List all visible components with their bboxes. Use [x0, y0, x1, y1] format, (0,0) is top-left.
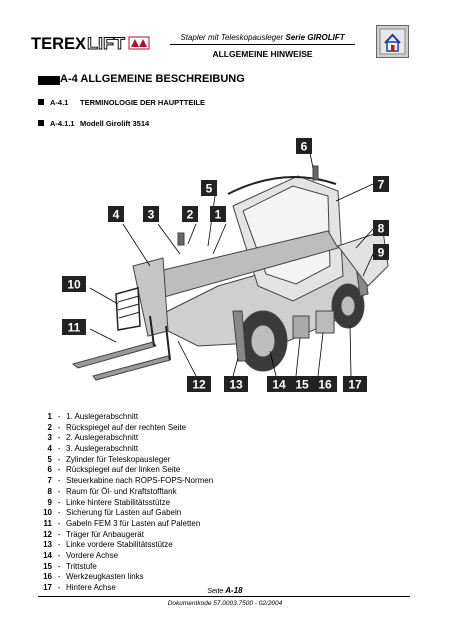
callout-3: 3	[143, 206, 159, 222]
svg-text:3: 3	[148, 208, 155, 222]
svg-text:8: 8	[378, 222, 385, 236]
callout-2: 2	[182, 206, 198, 222]
callout-13: 13	[224, 376, 248, 392]
svg-text:15: 15	[295, 378, 309, 392]
legend-item: 7-Steuerkabine nach ROPS-FOPS-Normen	[47, 476, 214, 486]
parts-legend: 1-1. Auslegerabschnitt 2-Rückspiegel auf…	[38, 412, 213, 594]
page-label: Seite	[207, 588, 224, 595]
legend-item: 14-Vordere Achse	[43, 550, 119, 560]
legend-item: 1-1. Auslegerabschnitt	[47, 412, 139, 421]
subsubsection-title: Modell Girolift 3514	[80, 119, 150, 128]
svg-text:5: 5	[206, 182, 213, 196]
legend-item: 5-Zylinder für Teleskopausleger	[47, 454, 171, 464]
svg-text:16: 16	[318, 378, 332, 392]
home-icon	[379, 28, 406, 55]
legend-item: 4-3. Auslegerabschnitt	[47, 444, 139, 454]
callout-4: 4	[108, 206, 124, 222]
header-divider	[170, 44, 355, 45]
callout-15: 15	[290, 376, 314, 392]
callout-1: 1	[210, 206, 226, 222]
bullet-square-icon	[38, 120, 44, 126]
svg-text:10: 10	[67, 278, 81, 292]
svg-text:1: 1	[215, 208, 222, 222]
svg-text:2: 2	[187, 208, 194, 222]
legend-item: 12-Träger für Anbaugerät	[43, 529, 144, 539]
svg-text:7: 7	[378, 178, 385, 192]
page-number: Seite A-18	[150, 586, 300, 595]
header-section-title: ALLGEMEINE HINWEISE	[212, 49, 313, 59]
legend-item: 16-Werkzeugkasten links	[43, 572, 144, 582]
legend-item: 2-Rückspiegel auf der rechten Seite	[47, 422, 187, 432]
footer-divider	[38, 596, 410, 597]
callout-9: 9	[373, 244, 389, 260]
subsection-number: A-4.1	[50, 98, 69, 107]
svg-text:6: 6	[301, 140, 308, 154]
legend-item: 8-Raum für Öl- und Kraftstofftank	[47, 486, 177, 496]
svg-text:11: 11	[68, 321, 81, 335]
callout-11: 11	[62, 319, 86, 335]
document-code: Dokumentkode 57.0003.7500 - 02/2004	[167, 600, 283, 607]
svg-text:12: 12	[192, 378, 206, 392]
subsection-title: TERMINOLOGIE DER HAUPTTEILE	[80, 98, 206, 107]
legend-item: 11-Gabeln FEM 3 für Lasten auf Paletten	[43, 518, 201, 528]
svg-text:9: 9	[378, 246, 385, 260]
section-title: A-4 ALLGEMEINE BESCHREIBUNG	[60, 73, 245, 85]
terexlift-logo: TEREX LIFT	[31, 34, 150, 53]
svg-text:4: 4	[113, 208, 120, 222]
header-subtitle: Stapler mit Teleskopausleger Serie GIROL…	[170, 33, 355, 42]
svg-text:13: 13	[229, 378, 243, 392]
callout-10: 10	[62, 276, 86, 292]
legend-item: 15-Trittstufe	[43, 561, 97, 571]
header-subtitle-prefix: Stapler mit Teleskopausleger	[180, 33, 284, 42]
svg-text:14: 14	[272, 378, 286, 392]
subsubsection-number: A-4.1.1	[50, 119, 75, 128]
callout-16: 16	[313, 376, 337, 392]
legend-item: 9-Linke hintere Stabilitätsstütze	[47, 497, 171, 507]
brand-text-outline: LIFT	[87, 34, 126, 53]
brand-text: TEREX	[31, 34, 87, 53]
bullet-square-icon	[38, 99, 44, 105]
callout-12: 12	[187, 376, 211, 392]
svg-text:17: 17	[348, 378, 362, 392]
callout-7: 7	[373, 176, 389, 192]
section-marker	[38, 76, 60, 85]
legend-item: 3-2. Auslegerabschnitt	[47, 433, 139, 443]
home-button[interactable]	[376, 25, 409, 58]
brand-emblem-icon	[128, 36, 150, 50]
header-subtitle-model: Serie GIROLIFT	[285, 33, 345, 42]
legend-item: 6-Rückspiegel auf der linken Seite	[47, 465, 181, 475]
telehandler-illustration: 1 2 3 4 5 6 7 8 9 10 11 12 13 14 15 16 1…	[62, 138, 389, 392]
callout-14: 14	[267, 376, 291, 392]
callout-8: 8	[373, 220, 389, 236]
legend-item: 17-Hintere Achse	[43, 583, 116, 592]
telehandler-photo	[71, 165, 389, 381]
callout-6: 6	[296, 138, 312, 154]
legend-item: 10-Sicherung für Lasten auf Gabeln	[43, 508, 182, 518]
legend-item: 13-Linke vordere Stabilitätsstütze	[43, 540, 173, 550]
callout-17: 17	[343, 376, 367, 392]
page-value: A-18	[225, 586, 243, 595]
callout-5: 5	[201, 180, 217, 196]
